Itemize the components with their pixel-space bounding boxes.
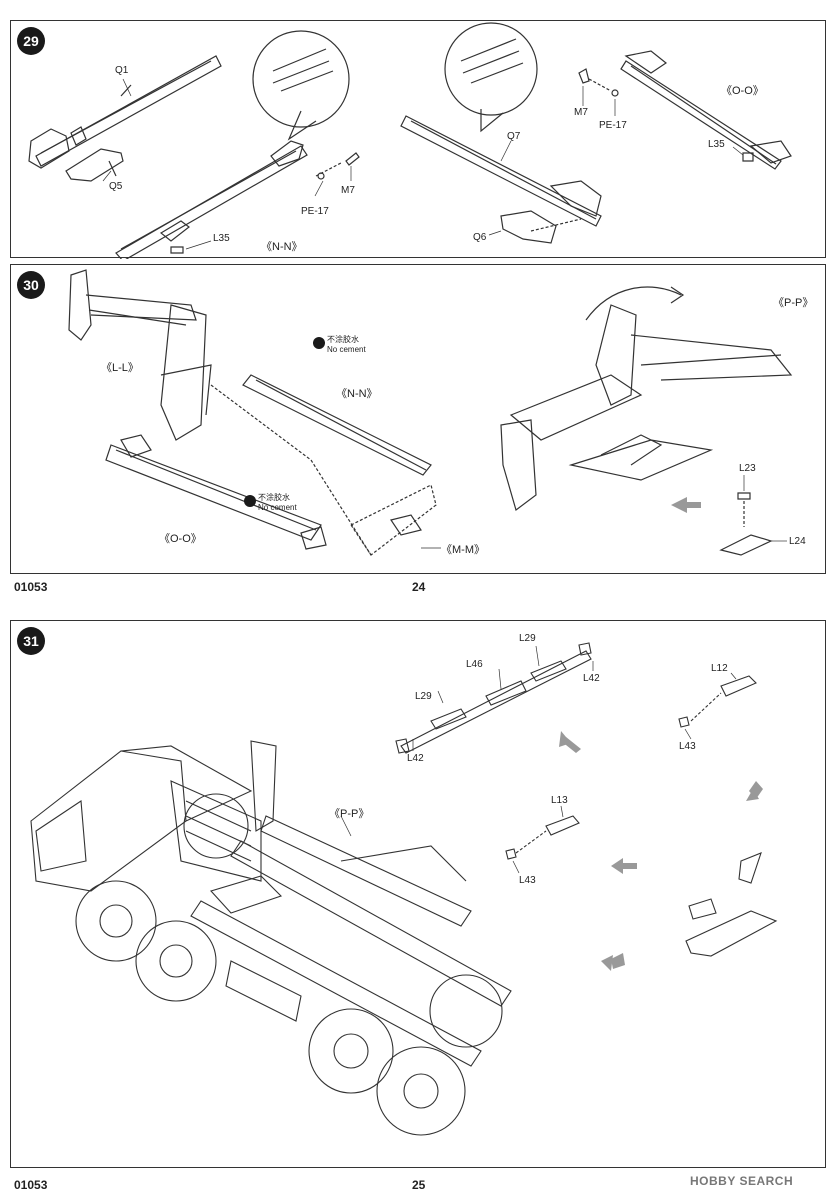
label-l24: L24 xyxy=(789,536,806,547)
label-q5: Q5 xyxy=(109,181,123,192)
view-label-nn-29: 《N-N》 xyxy=(261,241,303,253)
label-l12: L12 xyxy=(711,663,728,674)
no-cement-en-2: No cement xyxy=(258,503,297,512)
view-label-pp-31: 《P-P》 xyxy=(329,808,370,820)
page-number-25: 25 xyxy=(412,1178,426,1192)
step-31-badge: 31 xyxy=(17,627,45,655)
label-q7: Q7 xyxy=(507,131,521,142)
label-pe17-a: PE-17 xyxy=(301,206,329,217)
step-31-drawing xyxy=(30,642,778,1136)
label-q6: Q6 xyxy=(473,232,487,243)
label-pe17-b: PE-17 xyxy=(599,120,627,131)
no-cement-cn-1: 不涂胶水 xyxy=(327,335,359,344)
view-label-mm: 《M-M》 xyxy=(441,544,485,556)
view-label-pp-30: 《P-P》 xyxy=(773,297,814,309)
page-number-24: 24 xyxy=(412,580,426,594)
label-l35-b: L35 xyxy=(708,139,725,150)
no-cement-cn-2: 不涂胶水 xyxy=(258,493,290,502)
step-30-panel: 30 xyxy=(10,264,826,574)
label-m7-b: M7 xyxy=(574,107,588,118)
label-l29-b: L29 xyxy=(415,691,432,702)
step-29-badge: 29 xyxy=(17,27,45,55)
product-code-bottom: 01053 xyxy=(14,1178,48,1192)
product-code-top: 01053 xyxy=(14,580,48,594)
view-label-ll: 《L-L》 xyxy=(101,362,139,374)
label-l42-a: L42 xyxy=(583,673,600,684)
label-l43-a: L43 xyxy=(679,741,696,752)
view-label-oo-29: 《O-O》 xyxy=(721,85,764,97)
no-cement-note-1: 不涂胶水 No cement xyxy=(327,335,366,355)
label-l13: L13 xyxy=(551,795,568,806)
label-l23: L23 xyxy=(739,463,756,474)
label-l46: L46 xyxy=(466,659,483,670)
step-31-panel: 31 xyxy=(10,620,826,1168)
step-29-panel: 29 xyxy=(10,20,826,259)
hobby-search-watermark: HOBBY SEARCH xyxy=(690,1174,794,1188)
no-cement-note-2: 不涂胶水 No cement xyxy=(258,493,297,513)
no-cement-icon xyxy=(244,495,256,507)
label-q1: Q1 xyxy=(115,65,129,76)
view-label-nn-30: 《N-N》 xyxy=(336,388,378,400)
step-30-badge: 30 xyxy=(17,271,45,299)
label-l43-b: L43 xyxy=(519,875,536,886)
label-l35-a: L35 xyxy=(213,233,230,244)
no-cement-en-1: No cement xyxy=(327,345,366,354)
label-l42-b: L42 xyxy=(407,753,424,764)
label-m7-a: M7 xyxy=(341,185,355,196)
label-l29-a: L29 xyxy=(519,633,536,644)
step-29-drawing xyxy=(28,22,792,259)
step-30-drawing xyxy=(68,269,793,556)
view-label-oo-30: 《O-O》 xyxy=(159,533,202,545)
no-cement-icon xyxy=(313,337,325,349)
